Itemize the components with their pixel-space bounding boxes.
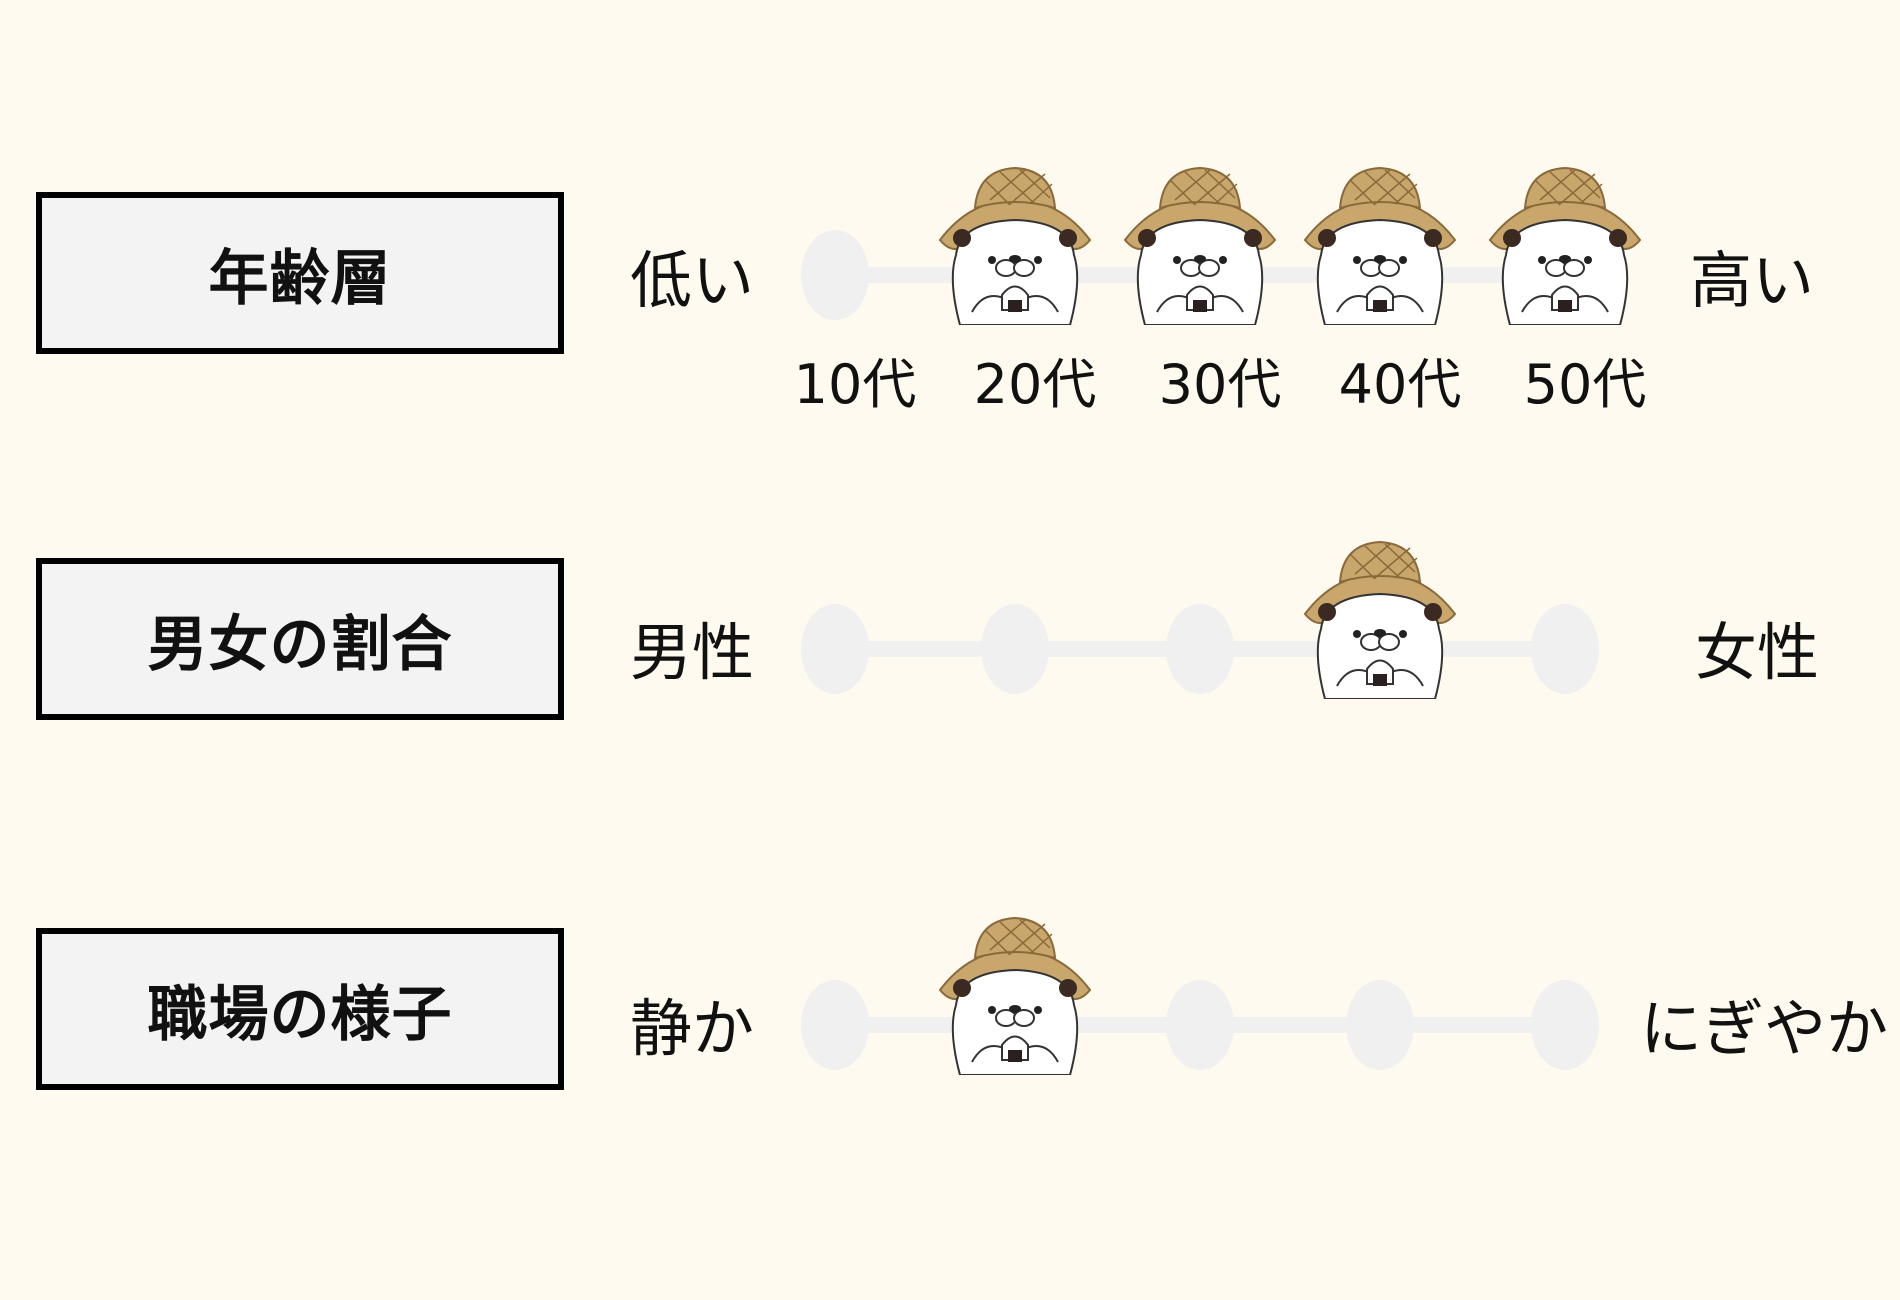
row-title-box: 男女の割合: [36, 558, 564, 720]
row-title: 男女の割合: [147, 609, 453, 680]
scale-step-5: [1531, 604, 1599, 694]
scale: [800, 916, 1600, 1076]
scale-step-1: [801, 604, 869, 694]
left-end-label: 男性: [630, 616, 755, 689]
left-end-label: 静か: [630, 992, 755, 1065]
right-end-label: にぎやか: [1640, 992, 1889, 1065]
row-title: 職場の様子: [147, 979, 453, 1050]
right-end-label: 女性: [1695, 616, 1820, 689]
tick-label: 20代: [973, 353, 1097, 416]
scale-step-2: [981, 604, 1049, 694]
right-end-label: 高い: [1690, 244, 1815, 317]
left-end-label: 低い: [630, 244, 755, 317]
tick-label: 30代: [1158, 353, 1282, 416]
otter-mascot-icon: [1295, 534, 1465, 700]
otter-mascot-icon: [930, 910, 1100, 1076]
otter-mascot-icon: [1480, 160, 1650, 326]
scale: [800, 166, 1642, 326]
row-title-box: 年齢層: [36, 192, 564, 354]
row-title: 年齢層: [208, 243, 392, 314]
otter-mascot-icon: [930, 160, 1100, 326]
scale-step-1: [801, 980, 869, 1070]
otter-mascot-icon: [1295, 160, 1465, 326]
scale-step-3: [1166, 980, 1234, 1070]
tick-label: 50代: [1523, 353, 1647, 416]
scale-step-3: [1166, 604, 1234, 694]
row-title-box: 職場の様子: [36, 928, 564, 1090]
scale-step-5: [1531, 980, 1599, 1070]
scale-step-4: [1346, 980, 1414, 1070]
scale-step-1: [801, 230, 869, 320]
scale: [800, 540, 1600, 700]
tick-labels: 10代 20代 30代 40代 50代: [794, 340, 1647, 416]
tick-label: 40代: [1338, 353, 1462, 416]
tick-label: 10代: [793, 353, 917, 416]
otter-mascot-icon: [1115, 160, 1285, 326]
